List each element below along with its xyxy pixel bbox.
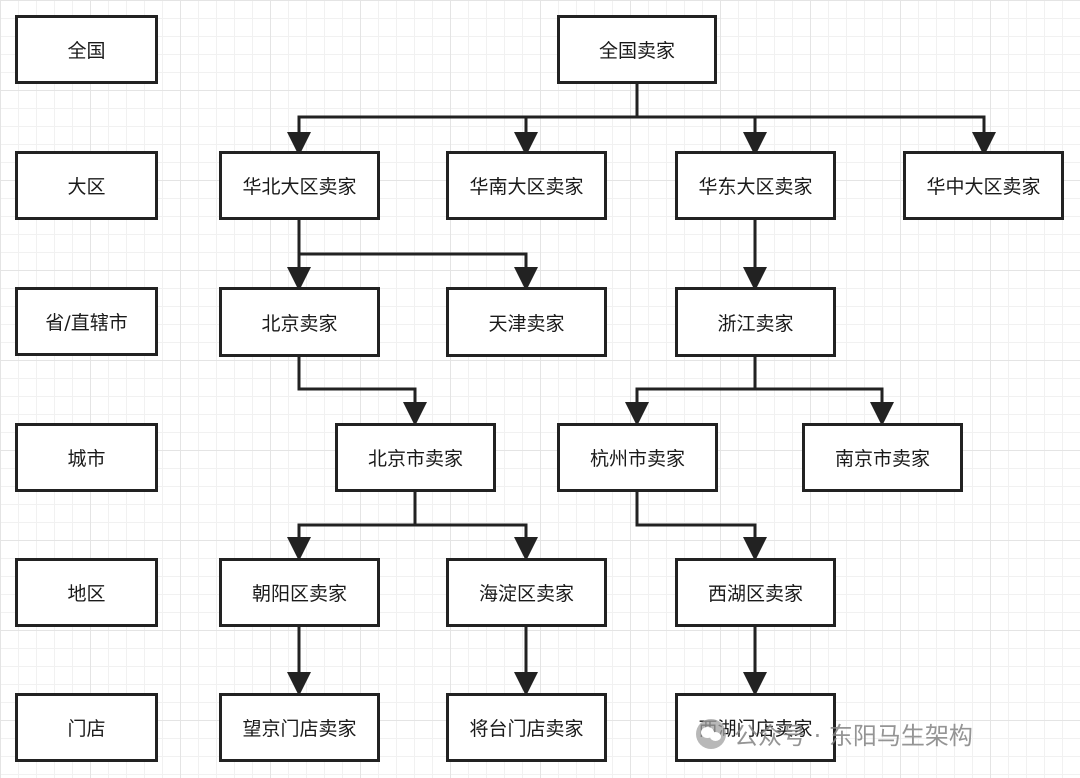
level-label-district: 地区 <box>15 558 158 627</box>
connector-national-to-central <box>637 115 996 156</box>
node-north-china-seller: 华北大区卖家 <box>219 151 380 220</box>
level-label-city: 城市 <box>15 423 158 492</box>
connector-national-to-east <box>637 115 767 156</box>
connector-north-to-tianjin <box>299 252 538 291</box>
node-jiangtai-store-seller: 将台门店卖家 <box>446 693 607 762</box>
node-wangjing-store-seller: 望京门店卖家 <box>219 693 380 762</box>
node-haidian-district-seller: 海淀区卖家 <box>446 558 607 627</box>
connector-hangzhou-to-xihu <box>635 491 767 561</box>
node-beijing-seller: 北京卖家 <box>219 287 380 357</box>
node-national-seller: 全国卖家 <box>557 15 717 84</box>
node-central-china-seller: 华中大区卖家 <box>903 151 1064 220</box>
connector-beijing-city-to-haidian <box>415 523 538 561</box>
connector-zhejiang-to-nanjing <box>755 387 894 426</box>
node-south-china-seller: 华南大区卖家 <box>446 151 607 220</box>
level-label-store: 门店 <box>15 693 158 762</box>
level-label-region: 大区 <box>15 151 158 220</box>
level-label-national: 全国 <box>15 15 158 84</box>
level-label-province: 省/直辖市 <box>15 287 158 356</box>
watermark-text: 公众号 · 东阳马生架构 <box>734 722 973 750</box>
connector-beijing-to-beijing-city <box>297 356 427 426</box>
node-nanjing-city-seller: 南京市卖家 <box>802 423 963 492</box>
connector-beijing-city-to-chaoyang <box>287 491 417 561</box>
connector-national-to-north <box>287 82 639 156</box>
node-beijing-city-seller: 北京市卖家 <box>335 423 496 492</box>
node-chaoyang-district-seller: 朝阳区卖家 <box>219 558 380 627</box>
node-hangzhou-city-seller: 杭州市卖家 <box>557 423 718 492</box>
wechat-logo-icon <box>696 718 726 749</box>
node-xihu-district-seller: 西湖区卖家 <box>675 558 836 627</box>
connector-national-to-south <box>514 115 637 156</box>
watermark: 公众号 · 东阳马生架构 <box>696 716 973 751</box>
node-zhejiang-seller: 浙江卖家 <box>675 287 836 357</box>
node-tianjin-seller: 天津卖家 <box>446 287 607 357</box>
connector-zhejiang-to-hangzhou <box>625 356 757 426</box>
node-east-china-seller: 华东大区卖家 <box>675 151 836 220</box>
